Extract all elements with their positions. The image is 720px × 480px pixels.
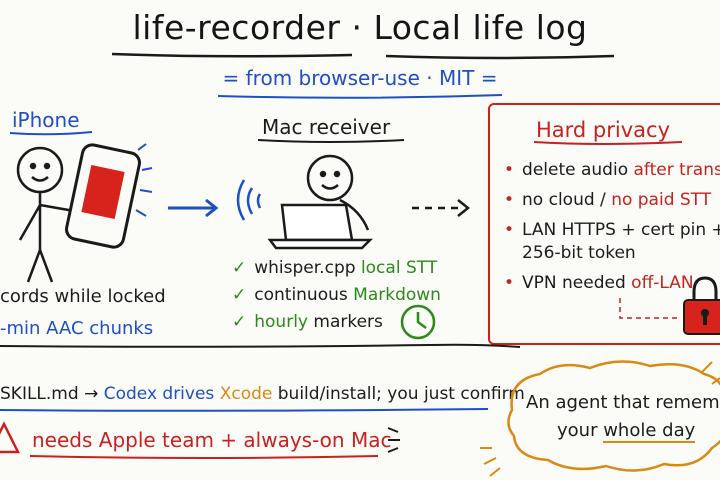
iphone-label: iPhone bbox=[12, 108, 80, 132]
privacy-item-token: 256-bit token bbox=[522, 243, 636, 263]
check-icon: ✓ bbox=[232, 312, 247, 332]
title-underline-left bbox=[111, 52, 353, 58]
subtitle-underline bbox=[217, 94, 503, 99]
phone-signal-marks bbox=[135, 143, 153, 217]
privacy-item-vpn: •VPN needed off-LAN bbox=[504, 273, 694, 293]
laptop-icon bbox=[267, 203, 374, 250]
privacy-box bbox=[488, 103, 720, 345]
subtitle-right-marks: = bbox=[474, 66, 498, 90]
privacy-item-lan: •LAN HTTPS + cert pin + bbox=[504, 220, 720, 240]
phone-icon bbox=[65, 143, 153, 249]
mac-item-markdown: ✓continuous Markdown bbox=[232, 285, 441, 305]
mac-item-markers: ✓hourly markers bbox=[232, 312, 383, 332]
iphone-note-chunks: -min AAC chunks bbox=[0, 318, 154, 339]
arrow-icon bbox=[457, 199, 471, 217]
iphone-note-locked: cords while locked bbox=[0, 286, 166, 307]
speech-bubble bbox=[507, 360, 720, 472]
arrow-icon: → bbox=[84, 384, 99, 404]
arrow-icon bbox=[168, 198, 219, 218]
bubble-line2: your whole day bbox=[557, 420, 696, 443]
stick-figure-icon bbox=[306, 154, 370, 231]
bubble-marks bbox=[480, 447, 501, 477]
mac-item-stt: ✓whisper.cpp local STT bbox=[232, 258, 438, 278]
padlock-icon bbox=[683, 276, 720, 335]
subtitle-left-marks: = bbox=[222, 66, 246, 90]
mac-underline bbox=[257, 139, 405, 143]
wifi-icon bbox=[236, 179, 262, 221]
privacy-item-delete: •delete audio after transcr bbox=[504, 160, 720, 180]
privacy-underline bbox=[533, 141, 683, 145]
bubble-marks bbox=[701, 361, 720, 385]
section-divider bbox=[0, 343, 521, 348]
warning-text: needs Apple team + always-on Mac bbox=[32, 428, 392, 452]
warning-underline bbox=[29, 455, 379, 459]
clock-icon bbox=[400, 304, 436, 340]
warning-icon bbox=[0, 421, 21, 454]
page-title: life-recorder · Local life log bbox=[132, 8, 588, 47]
page-subtitle: = from browser-use · MIT = bbox=[222, 66, 498, 90]
title-underline-right bbox=[385, 54, 615, 60]
stick-figure-icon bbox=[16, 146, 81, 283]
skill-underline bbox=[0, 408, 489, 412]
bubble-line1: An agent that remember bbox=[526, 392, 720, 413]
iphone-underline bbox=[9, 131, 93, 136]
check-icon: ✓ bbox=[232, 285, 247, 305]
privacy-item-cloud: •no cloud / no paid STT bbox=[504, 190, 712, 210]
padlock-connector bbox=[619, 298, 680, 319]
check-icon: ✓ bbox=[232, 258, 247, 278]
privacy-title: Hard privacy bbox=[536, 118, 670, 142]
emphasis-marks bbox=[387, 427, 400, 453]
mac-receiver-label: Mac receiver bbox=[262, 115, 391, 139]
skill-line: SKILL.md → Codex drives Xcode build/inst… bbox=[0, 384, 525, 404]
